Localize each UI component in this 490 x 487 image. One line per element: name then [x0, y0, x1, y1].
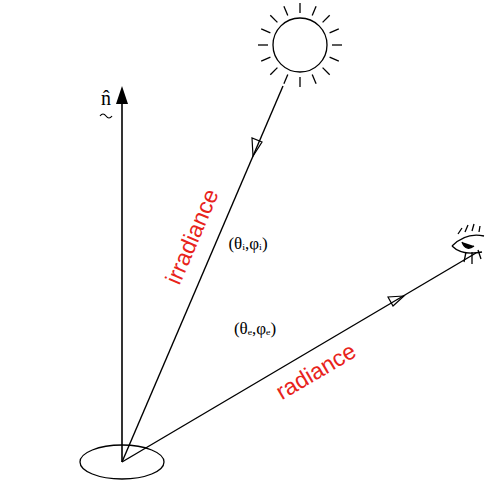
sun-ray	[312, 75, 316, 84]
normal-line	[121, 100, 123, 462]
vector-tilde	[100, 114, 112, 118]
sun-ray	[323, 68, 330, 75]
sun-ray	[270, 68, 277, 75]
sun-ray	[332, 44, 342, 45]
angle-label: (θₑ,φₑ)	[234, 320, 276, 339]
angle-label: (θᵢ,φᵢ)	[228, 235, 267, 254]
sun-ray	[323, 15, 330, 22]
radiance-label: radiance	[272, 339, 361, 406]
sun-ray	[330, 57, 339, 61]
incident-ray	[122, 86, 283, 462]
emitted-arrowhead	[388, 296, 404, 306]
sun-ray	[270, 15, 277, 22]
sun-ray	[299, 3, 300, 13]
sun-ray	[258, 44, 268, 45]
sun-ray	[330, 29, 339, 33]
irradiance-label: irradiance	[160, 186, 223, 289]
sun-ray	[284, 6, 288, 15]
incident-arrowhead	[252, 138, 262, 156]
sun-symbol	[258, 3, 342, 87]
sun-ray	[261, 29, 270, 33]
sun-ray	[261, 57, 270, 61]
viewer-eye	[452, 224, 484, 264]
sun-ray	[284, 75, 288, 84]
sun-ray	[312, 6, 316, 15]
sun-ray	[299, 77, 300, 87]
normal-symbol: n̂	[101, 87, 111, 109]
normal-arrowhead	[116, 86, 128, 104]
